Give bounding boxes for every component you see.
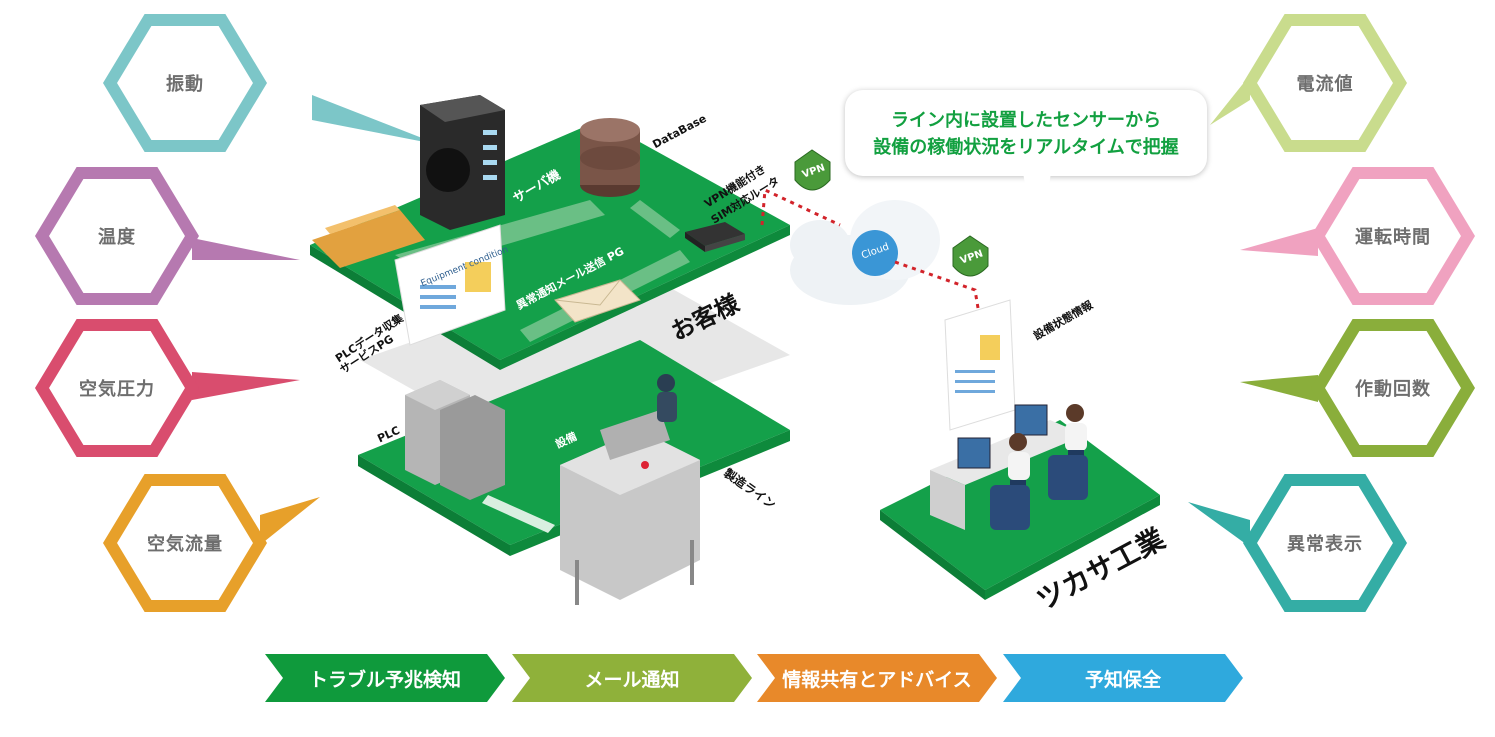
sensor-hex-operation-count: 作動回数 (1240, 319, 1476, 457)
step-label: メール通知 (584, 668, 680, 691)
step-label: トラブル予兆検知 (308, 668, 461, 691)
step-info-sharing: 情報共有とアドバイス (757, 654, 997, 702)
sensor-hex-air-flow: 空気流量 (102, 474, 320, 612)
callout-line-2: 設備の稼働状況をリアルタイムで把握 (873, 137, 1179, 158)
sensor-hex-temperature: 温度 (34, 167, 300, 305)
sensor-label: 異常表示 (1287, 534, 1363, 555)
callout-line-1: ライン内に設置したセンサーから (891, 110, 1161, 131)
step-label: 情報共有とアドバイス (782, 668, 972, 691)
sensor-label: 空気流量 (147, 534, 223, 555)
sensor-hex-run-time: 運転時間 (1240, 167, 1476, 305)
sensor-label: 運転時間 (1355, 227, 1431, 248)
sensor-hex-air-pressure: 空気圧力 (34, 319, 300, 457)
step-trouble-detection: トラブル予兆検知 (265, 654, 505, 702)
step-predictive-maintenance: 予知保全 (1003, 654, 1243, 702)
sensor-label: 温度 (98, 227, 136, 248)
sensor-hex-vibration: 振動 (102, 14, 440, 152)
step-label: 予知保全 (1084, 668, 1161, 691)
sensor-hex-error-display: 異常表示 (1188, 474, 1408, 612)
sensor-hex-current: 電流値 (1210, 14, 1408, 152)
sensor-label: 作動回数 (1355, 379, 1431, 400)
sensor-label: 振動 (166, 74, 204, 95)
sensor-label: 電流値 (1296, 74, 1354, 95)
sensor-label: 空気圧力 (79, 379, 155, 400)
callout-bubble: ライン内に設置したセンサーから 設備の稼働状況をリアルタイムで把握 (845, 90, 1207, 267)
step-mail-notification: メール通知 (512, 654, 752, 702)
